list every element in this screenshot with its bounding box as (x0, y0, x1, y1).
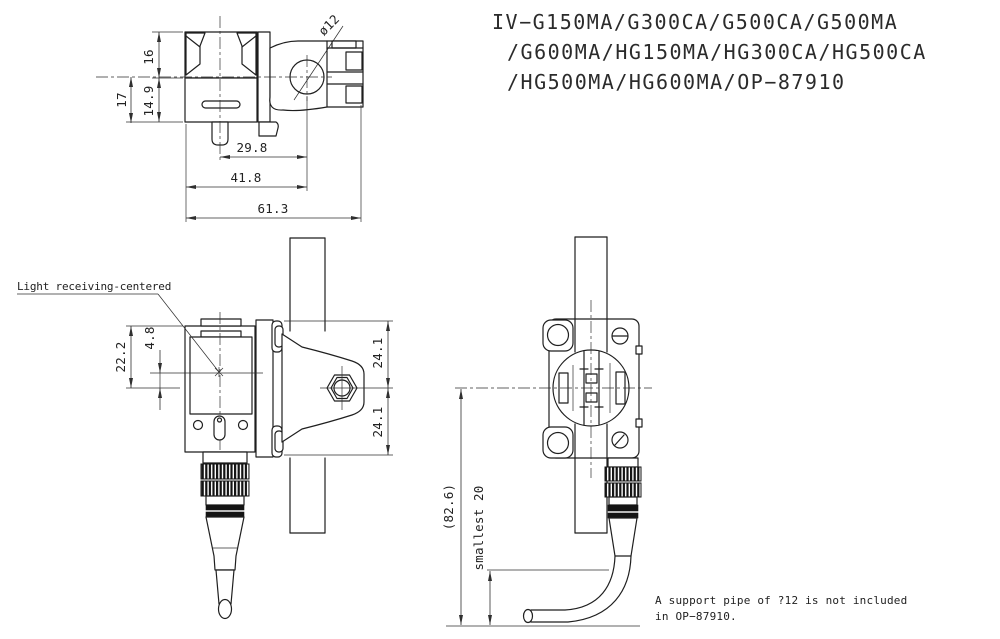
cable-end-rear (522, 608, 534, 624)
support-pipe-front (289, 237, 326, 534)
side-view: ø12 16 14.9 17 29.8 41.8 61.3 (96, 11, 364, 222)
dim-61-3: 61.3 (258, 201, 289, 216)
dim-17: 17 (114, 92, 129, 107)
light-receiving-label: Light receiving-centered (17, 280, 171, 293)
mount-hole-bottom (546, 431, 570, 455)
front-view: Light receiving-centered 22.2 4.8 24.1 (17, 237, 393, 620)
dim-22-2: 22.2 (113, 342, 128, 373)
cable-end-front (217, 598, 233, 620)
bracket-plate-front (255, 319, 274, 458)
sensor-display (189, 336, 253, 415)
dim-82-6: (82.6) (441, 484, 456, 530)
rear-view: (82.6) smallest 20 (441, 236, 652, 627)
pipe-diameter-label: ø12 (315, 11, 342, 38)
sensor-buttons (192, 415, 249, 441)
title-line-1: IV−G150MA/G300CA/G500CA/G500MA (492, 10, 898, 34)
title-block: IV−G150MA/G300CA/G500CA/G500MA /G600MA/H… (492, 10, 927, 94)
title-line-2: /G600MA/HG150MA/HG300CA/HG500CA (507, 40, 927, 64)
note-block: A support pipe of ?12 is not included in… (655, 594, 907, 623)
dim-41-8: 41.8 (231, 170, 262, 185)
dim-29-8: 29.8 (237, 140, 268, 155)
dim-24-1-top: 24.1 (370, 338, 385, 369)
dim-16: 16 (141, 49, 156, 64)
mount-hole-top (546, 323, 570, 347)
note-line-1: A support pipe of ?12 is not included (655, 594, 907, 607)
connector-front (200, 451, 250, 620)
dim-14-9: 14.9 (141, 86, 156, 117)
sensor-body-side (184, 77, 258, 123)
connector-rear (522, 457, 642, 624)
dim-4-8: 4.8 (142, 326, 157, 349)
dim-smallest-20: smallest 20 (471, 486, 486, 571)
dim-24-1-bottom: 24.1 (370, 407, 385, 438)
title-line-3: /HG500MA/HG600MA/OP−87910 (507, 70, 846, 94)
note-line-2: in OP−87910. (655, 610, 737, 623)
